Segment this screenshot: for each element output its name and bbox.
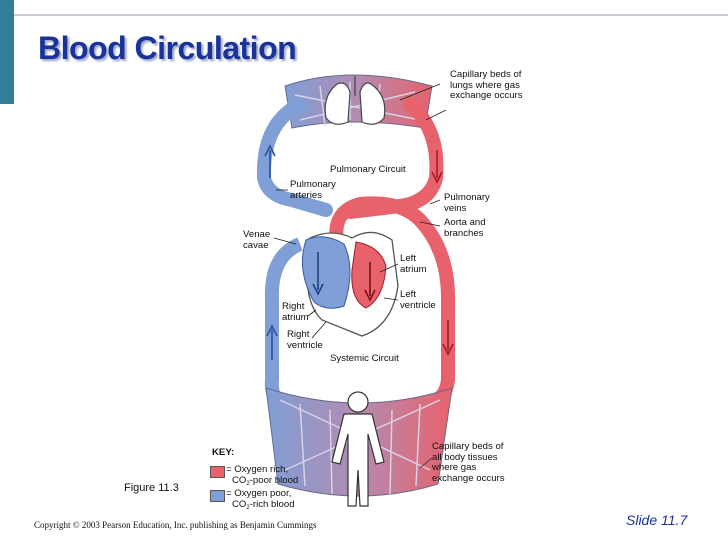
label-pulmonary-veins: Pulmonary veins (444, 192, 490, 214)
human-figure (331, 391, 385, 507)
systemic-vein-left (264, 237, 304, 411)
systemic-artery-arrow (442, 320, 454, 356)
label-aorta: Aorta and branches (444, 217, 486, 239)
top-rule (0, 14, 728, 16)
pulmonary-artery-arrow (264, 144, 276, 178)
systemic-vein-arrow (266, 324, 278, 360)
pulmonary-artery-loop (256, 97, 333, 217)
leader-lines (273, 83, 447, 469)
label-left-atrium: Left atrium (400, 253, 427, 275)
heart (301, 231, 399, 337)
key-swatch-oxygen-rich (210, 466, 225, 478)
pulmonary-vein-arrow (431, 150, 443, 184)
slide-title: Blood Circulation (38, 30, 297, 66)
key-oxygen-rich: = Oxygen rich, CO2-poor blood (226, 464, 336, 489)
key-oxygen-poor-co2: CO2-rich blood (232, 498, 295, 511)
key-title: KEY: (212, 447, 235, 458)
copyright: Copyright © 2003 Pearson Education, Inc.… (34, 520, 317, 530)
aortic-arch (329, 196, 455, 299)
pulmonary-vein-loop (343, 97, 444, 219)
key-oxygen-poor-line1: = Oxygen poor, (226, 488, 292, 499)
left-accent-bar (0, 0, 14, 104)
key-oxygen-rich-line1: = Oxygen rich, (226, 464, 289, 475)
label-capillary-lungs: Capillary beds of lungs where gas exchan… (450, 69, 523, 101)
label-pulmonary-arteries: Pulmonary arteries (290, 179, 336, 201)
systemic-artery-right (427, 298, 455, 411)
label-pulmonary-circuit: Pulmonary Circuit (330, 164, 406, 175)
lung-capillary-bed (284, 74, 433, 129)
key-swatch-oxygen-poor (210, 490, 225, 502)
label-right-atrium: Right atrium (282, 301, 309, 323)
label-right-ventricle: Right ventricle (287, 329, 323, 351)
lungs (324, 76, 386, 125)
figure-label: Figure 11.3 (124, 482, 179, 494)
slide-number: Slide 11.7 (626, 512, 688, 528)
label-capillary-body: Capillary beds of all body tissues where… (432, 441, 505, 484)
label-venae-cavae: Venae cavae (243, 229, 271, 251)
label-left-ventricle: Left ventricle (400, 289, 436, 311)
label-systemic-circuit: Systemic Circuit (330, 353, 399, 364)
key-oxygen-rich-co2: CO2-poor blood (232, 474, 299, 487)
key-oxygen-poor: = Oxygen poor, CO2-rich blood (226, 488, 336, 513)
